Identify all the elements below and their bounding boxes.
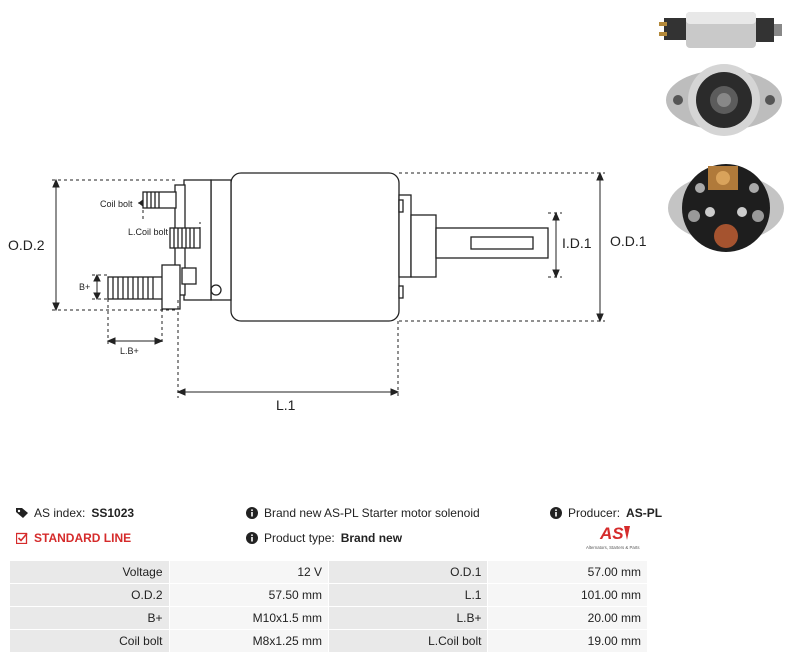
table-row: Voltage 12 V O.D.1 57.00 mm (9, 560, 648, 584)
spec-key: Voltage (9, 560, 170, 584)
producer-value: AS-PL (626, 506, 663, 520)
spec-value: 20.00 mm (487, 606, 648, 630)
spec-key: O.D.1 (328, 560, 489, 584)
spec-value: 57.50 mm (168, 583, 330, 607)
product-type: Product type: Brand new (246, 531, 402, 545)
producer: Producer: AS-PL (550, 506, 662, 520)
spec-table: Voltage 12 V O.D.1 57.00 mm O.D.2 57.50 … (9, 560, 648, 653)
id1-label: I.D.1 (562, 235, 592, 251)
spec-key: L.B+ (328, 606, 489, 630)
spec-key: B+ (9, 606, 170, 630)
info-icon (246, 507, 258, 519)
spec-value: M8x1.25 mm (168, 629, 330, 653)
bplus-label: B+ (79, 282, 90, 292)
tag-icon (16, 508, 28, 518)
technical-drawing: O.D.2 O.D.1 I.D.1 L.1 Coil bolt L.Coil b… (8, 171, 647, 413)
product-photo-side (659, 12, 782, 48)
as-index-label: AS index: (34, 506, 86, 520)
standard-line-label: STANDARD LINE (34, 531, 132, 545)
spec-key: Coil bolt (9, 629, 170, 653)
spec-value: 57.00 mm (487, 560, 648, 584)
lbplus-label: L.B+ (120, 346, 139, 356)
product-type-value: Brand new (340, 531, 403, 545)
info-icon (246, 532, 258, 544)
spec-value: 101.00 mm (487, 583, 648, 607)
spec-key: L.1 (328, 583, 489, 607)
checkbox-icon (16, 532, 28, 544)
table-row: B+ M10x1.5 mm L.B+ 20.00 mm (9, 606, 648, 630)
coil-bolt-label: Coil bolt (100, 199, 133, 209)
info-icon (550, 507, 562, 519)
svg-text:Alternators, Starters & Parts: Alternators, Starters & Parts (586, 545, 640, 550)
standard-line: STANDARD LINE (16, 531, 131, 545)
spec-value: 12 V (168, 560, 330, 584)
description: Brand new AS-PL Starter motor solenoid (246, 506, 480, 520)
product-photo-front (666, 64, 782, 136)
as-index-value: SS1023 (91, 506, 135, 520)
l1-label: L.1 (276, 397, 296, 413)
product-type-label: Product type: (264, 531, 335, 545)
spec-key: O.D.2 (9, 583, 170, 607)
as-logo: AS Alternators, Starters & Parts (586, 524, 640, 550)
as-index: AS index: SS1023 (16, 506, 134, 520)
lcoil-bolt-label: L.Coil bolt (128, 227, 169, 237)
spec-value: M10x1.5 mm (168, 606, 330, 630)
product-photo-back (668, 164, 784, 252)
svg-text:AS: AS (599, 524, 624, 543)
spec-key: L.Coil bolt (328, 629, 489, 653)
description-text: Brand new AS-PL Starter motor solenoid (264, 506, 480, 520)
od1-label: O.D.1 (610, 233, 647, 249)
od2-label: O.D.2 (8, 237, 45, 253)
table-row: O.D.2 57.50 mm L.1 101.00 mm (9, 583, 648, 607)
spec-value: 19.00 mm (487, 629, 648, 653)
producer-label: Producer: (568, 506, 621, 520)
table-row: Coil bolt M8x1.25 mm L.Coil bolt 19.00 m… (9, 629, 648, 653)
